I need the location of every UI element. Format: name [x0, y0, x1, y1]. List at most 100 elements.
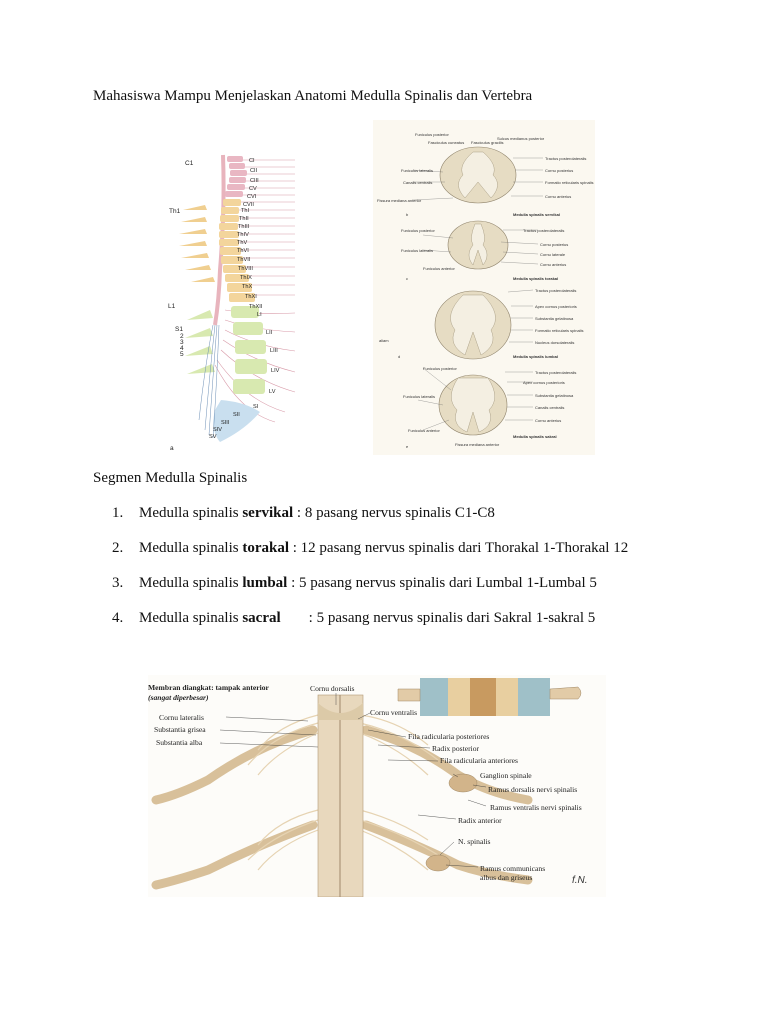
label: Formatio reticularis spinalis: [545, 180, 593, 185]
thoracic-labels: Funiculus posterior Funiculus lateralis …: [401, 228, 568, 281]
label-substantia-grisea: Substantia grisea: [154, 725, 206, 734]
label: Apex cornus posterioris: [523, 380, 565, 385]
label-radix-anterior: Radix anterior: [458, 816, 502, 825]
item-prefix: Medulla spinalis: [139, 505, 243, 521]
segment-list: 1. Medulla spinalis servikal : 8 pasang …: [112, 505, 628, 645]
spinal-cord-illustration: Membran diangkat: tampak anterior (sanga…: [148, 678, 588, 898]
label-radix-posterior: Radix posterior: [432, 744, 480, 753]
list-number: 4.: [112, 610, 124, 626]
list-item: 2. Medulla spinalis torakal : 12 pasang …: [112, 540, 628, 575]
item-bold: servikal: [242, 505, 294, 521]
vertebra-label: ThI: [241, 208, 250, 214]
label: Tractus posterolateralis: [545, 156, 586, 161]
vertebra-label: SI: [253, 404, 259, 410]
ganglion-shape: [448, 773, 478, 793]
vertebra-label: ThVIII: [238, 266, 253, 272]
item-rest: : 12 pasang nervus spinalis dari Thoraka…: [289, 540, 629, 556]
label: Fissura mediana anterior: [455, 442, 500, 447]
label-substantia-alba: Substantia alba: [156, 738, 203, 747]
vertebra-label: CVII: [243, 202, 254, 208]
panel-caption: Medulla spinalis servikal: [513, 212, 560, 217]
label: Cornu posterius: [540, 242, 568, 247]
item-rest: : 5 pasang nervus spinalis dari Lumbal 1…: [287, 575, 597, 591]
cross-sections-illustration: Funiculus posterior Fasciculus cuneatus …: [377, 132, 593, 449]
vertebra-label: ThXI: [245, 294, 257, 300]
cross-section-sacral: [438, 374, 508, 436]
vertebra-label: CV: [249, 186, 257, 192]
item-prefix: Medulla spinalis: [139, 540, 243, 556]
label-s2: 2: [180, 333, 184, 340]
item-rest: : 8 pasang nervus spinalis C1-C8: [293, 505, 495, 521]
label-s3: 3: [180, 339, 184, 346]
vertebra-label: ThXII: [249, 304, 263, 310]
vertebra-label: ThX: [242, 284, 253, 290]
vertebra-label: SII: [233, 412, 240, 418]
panel-caption: Medulla spinalis sakral: [513, 434, 557, 439]
vertebra-label: CVI: [247, 194, 257, 200]
spinal-cord-anterior-figure: Membran diangkat: tampak anterior (sanga…: [148, 675, 606, 898]
label-s5: 5: [180, 351, 184, 358]
list-item: 3. Medulla spinalis lumbal : 5 pasang ne…: [112, 575, 628, 610]
inset-image: [397, 678, 582, 716]
label: Fasciculus gracilis: [471, 140, 503, 145]
label: Funiculus posterior: [423, 366, 457, 371]
label: Tractus posterolateralis: [523, 228, 564, 233]
cauda-equina: [198, 324, 220, 439]
vertebra-label: LI: [257, 312, 262, 318]
cord-right-labels: Cornu dorsalis Cornu ventralis Fila radi…: [310, 684, 582, 882]
label: Cornu anterius: [545, 194, 571, 199]
label-s1: S1: [175, 326, 183, 333]
item-bold: torakal: [242, 540, 289, 556]
vertebra-label: ThIII: [238, 224, 250, 230]
label-albus-griseus: albus dan griseus: [480, 873, 532, 882]
label-ramus-communicans: Ramus communicans: [480, 864, 545, 873]
panel-letter: b: [406, 212, 409, 217]
label: Sulcus medianus posterior: [497, 136, 545, 141]
label: Funiculus posterior: [401, 228, 435, 233]
vertebral-bodies: [213, 156, 267, 442]
list-number: 1.: [112, 505, 124, 521]
cross-section-thoracic: [447, 220, 509, 270]
lumbar-labels: aliam Tractus posterolateralis Apex corn…: [379, 288, 583, 359]
label: Funiculus anterior: [423, 266, 455, 271]
label: Nucleus dorsolateralis: [535, 340, 574, 345]
label: Cornu laterale: [540, 252, 566, 257]
label: Funiculus lateralis: [401, 168, 433, 173]
cord-cut-top: [318, 703, 363, 720]
spinal-cord-shape: [213, 154, 226, 326]
sacral-labels: Funiculus posterior Funiculus lateralis …: [403, 366, 576, 449]
cord-left-labels: Membran diangkat: tampak anterior (sanga…: [148, 683, 269, 747]
label-ganglion-spinale: Ganglion spinale: [480, 771, 532, 780]
label: Apex cornus posterioris: [535, 304, 577, 309]
cervical-labels: Funiculus posterior Fasciculus cuneatus …: [377, 132, 593, 217]
label-n-spinalis: N. spinalis: [458, 837, 491, 846]
label: Fasciculus cuneatus: [428, 140, 464, 145]
panel-letter: c: [406, 276, 408, 281]
label-th1: Th1: [169, 208, 181, 215]
vertebra-label: ThVII: [237, 257, 251, 263]
page-title: Mahasiswa Mampu Menjelaskan Anatomi Medu…: [93, 88, 533, 104]
label-cornu-ventralis: Cornu ventralis: [370, 708, 417, 717]
label: Substantia gelatinosa: [535, 393, 574, 398]
vertebral-column-figure: C1 Th1 L1 S1 2 3 4 5 a CI CII CIII CV CV…: [165, 150, 300, 455]
label-fila-anteriores: Fila radicularia anteriores: [440, 756, 518, 765]
list-item: 1. Medulla spinalis servikal : 8 pasang …: [112, 505, 628, 540]
label: Tractus posterolateralis: [535, 370, 576, 375]
cross-section-leader-lines: [412, 157, 543, 431]
label-c1: C1: [185, 160, 194, 167]
vertebra-label: LIV: [271, 368, 280, 374]
label: Cornu anterius: [540, 262, 566, 267]
spinal-cord-cross-sections-figure: Funiculus posterior Fasciculus cuneatus …: [373, 120, 595, 455]
label: Funiculus anterior: [408, 428, 440, 433]
cross-section-lumbar: [434, 290, 512, 360]
label: Substantia gelatinosa: [535, 316, 574, 321]
label-l1: L1: [168, 303, 176, 310]
list-number: 3.: [112, 575, 124, 591]
vertebra-label: SV: [209, 434, 217, 440]
item-prefix: Medulla spinalis: [139, 610, 243, 626]
panel-caption: Medulla spinalis lumbal: [513, 354, 558, 359]
label: aliam: [379, 338, 389, 343]
spine-left-labels: C1 Th1 L1 S1 2 3 4 5 a: [168, 160, 194, 452]
label: Funiculus lateralis: [401, 248, 433, 253]
panel-letter: d: [398, 354, 400, 359]
